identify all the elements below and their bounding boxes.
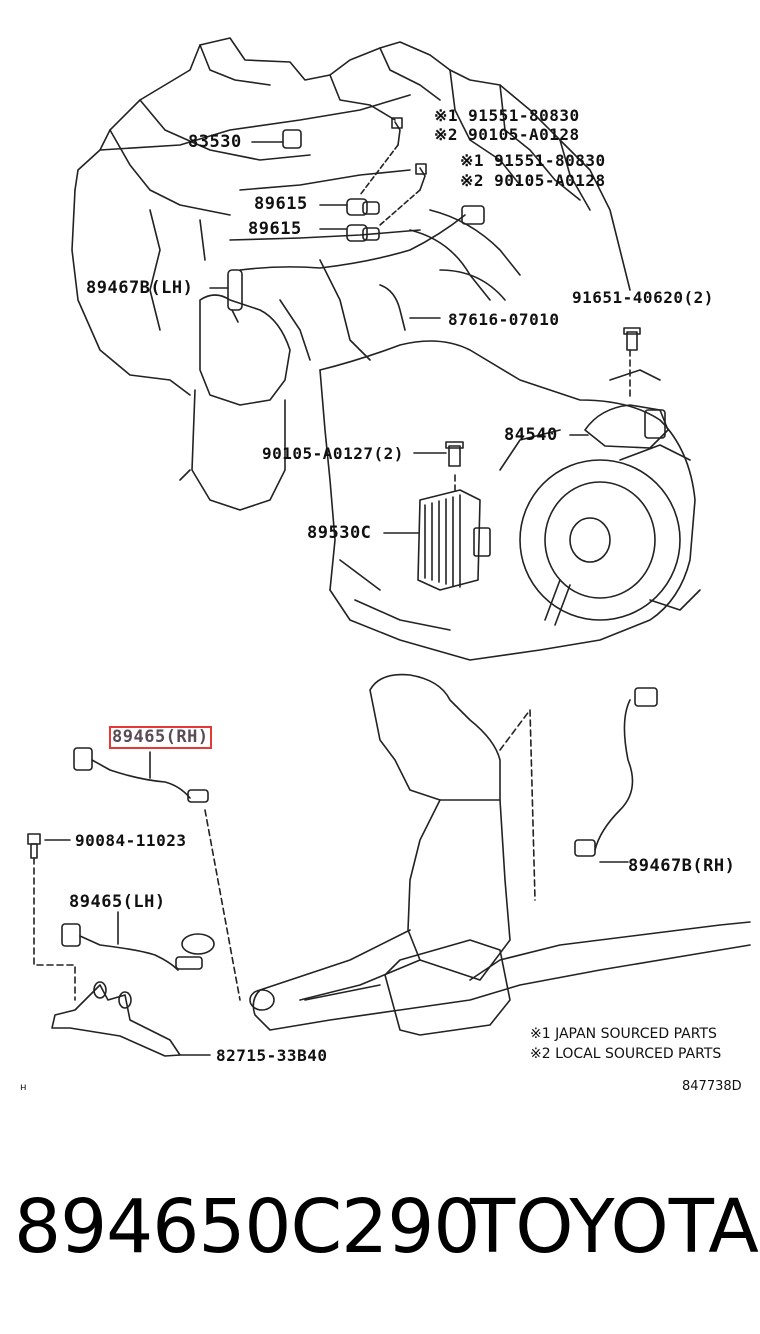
label-90084-11023: 90084-11023 bbox=[75, 831, 187, 850]
part-number: 894650C290 bbox=[14, 1184, 480, 1270]
brand-name: TOYOTA bbox=[470, 1184, 759, 1270]
label-89467b-rh: 89467B(RH) bbox=[628, 856, 736, 876]
label-89465-rh-selected[interactable]: 89465(RH) bbox=[109, 726, 212, 749]
label-90105-a0128-top: ※2 90105-A0128 bbox=[434, 125, 580, 144]
lower-small-parts bbox=[27, 687, 658, 1057]
label-89465-lh: 89465(LH) bbox=[69, 892, 166, 912]
engine-block bbox=[71, 37, 701, 661]
label-83530: 83530 bbox=[188, 132, 242, 152]
label-89530c: 89530C bbox=[307, 523, 372, 543]
label-84540: 84540 bbox=[504, 425, 558, 445]
label-89615-upper: 89615 bbox=[254, 194, 308, 214]
label-90105-a0128-lower: ※2 90105-A0128 bbox=[460, 171, 606, 190]
note-japan-sourced: ※1 JAPAN SOURCED PARTS bbox=[530, 1026, 717, 1042]
parts-diagram: 83530 ※1 91551-80830 ※2 90105-A0128 ※1 9… bbox=[20, 37, 751, 1094]
label-91651-40620: 91651-40620(2) bbox=[572, 288, 714, 307]
corner-mark: н bbox=[20, 1082, 27, 1093]
diagram-code: 847738D bbox=[682, 1079, 742, 1094]
label-90105-a0127: 90105-A0127(2) bbox=[262, 444, 404, 463]
label-82715-33b40: 82715-33B40 bbox=[216, 1046, 328, 1065]
engine-exhaust-drawing bbox=[27, 37, 751, 1057]
note-local-sourced: ※2 LOCAL SOURCED PARTS bbox=[530, 1046, 722, 1062]
upper-small-parts bbox=[209, 117, 669, 591]
label-87616-07010: 87616-07010 bbox=[448, 310, 560, 329]
exhaust-pipe bbox=[249, 673, 751, 1036]
label-89615-lower: 89615 bbox=[248, 219, 302, 239]
label-89467b-lh: 89467B(LH) bbox=[86, 278, 194, 298]
label-91551-80830-lower: ※1 91551-80830 bbox=[460, 151, 606, 170]
label-91551-80830-top: ※1 91551-80830 bbox=[434, 106, 580, 125]
